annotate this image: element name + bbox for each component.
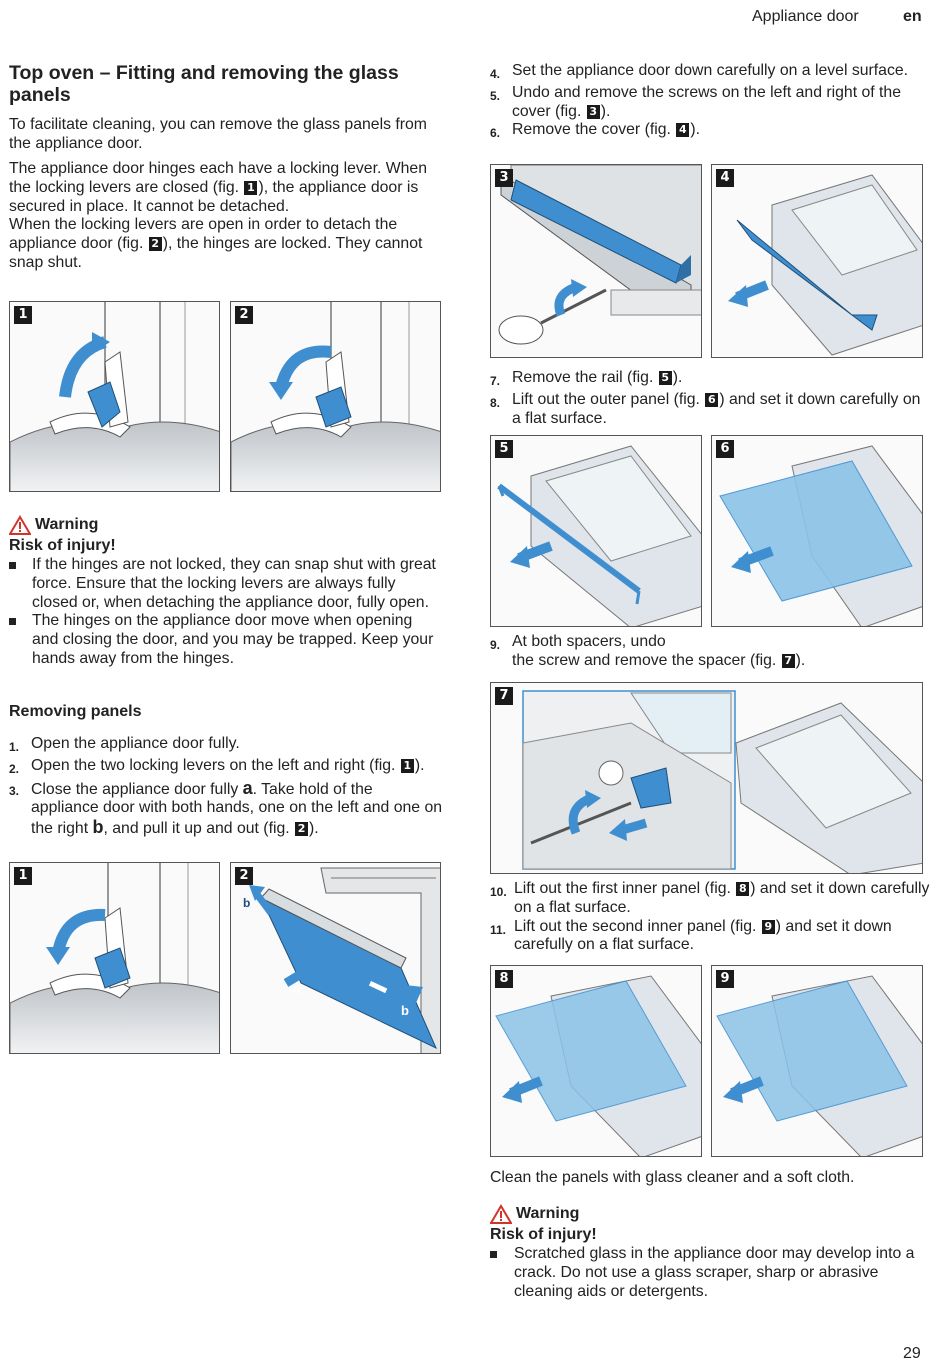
hinge-closing-illustration <box>10 863 219 1053</box>
step-10: 10.Lift out the first inner panel (fig. … <box>490 880 930 916</box>
figure-label: 1 <box>14 306 32 324</box>
step-6: 6.Remove the cover (fig. 4). <box>490 121 700 141</box>
rotate-arrow-icon <box>52 908 106 955</box>
figure-9-second-inner-panel: 9 <box>711 965 923 1157</box>
figure-5-remove-rail: 5 <box>490 435 702 627</box>
step-4: 4.Set the appliance door down carefully … <box>490 62 909 81</box>
unscrew-cover-illustration <box>491 165 701 357</box>
figure-label: 4 <box>716 169 734 187</box>
figure-2-door-remove: a b b 2 <box>230 862 441 1054</box>
warning-block: Warning Risk of injury! <box>9 515 116 556</box>
page-title: Top oven – Fitting and removing the glas… <box>9 62 399 106</box>
running-header-section: Appliance door <box>752 8 859 25</box>
intro-paragraph: To facilitate cleaning, you can remove t… <box>9 116 427 152</box>
warning-list-right: Scratched glass in the appliance door ma… <box>490 1245 930 1301</box>
figure-label: 7 <box>495 687 513 705</box>
svg-text:a: a <box>293 981 301 996</box>
hinge-closed-illustration <box>10 302 219 491</box>
removing-panels-heading: Removing panels <box>9 703 142 720</box>
step-1: 1.Open the appliance door fully. <box>9 735 240 754</box>
figure-label: 2 <box>235 867 253 885</box>
warning-list: If the hinges are not locked, they can s… <box>9 556 443 669</box>
figure-label: 5 <box>495 440 513 458</box>
clean-paragraph: Clean the panels with glass cleaner and … <box>490 1169 855 1186</box>
running-header-lang: en <box>903 8 922 25</box>
figure-label: 9 <box>716 970 734 988</box>
figure-2-hinge-open: 2 <box>230 301 441 492</box>
figure-label: 2 <box>235 306 253 324</box>
rotate-arrow-icon <box>275 345 332 389</box>
svg-text:b: b <box>401 1003 409 1018</box>
svg-text:b: b <box>243 896 250 910</box>
fig-ref: 1 <box>244 180 258 195</box>
figure-8-first-inner-panel: 8 <box>490 965 702 1157</box>
figure-label: 3 <box>495 169 513 187</box>
lift-arrow-icon <box>283 964 314 987</box>
figure-label: 6 <box>716 440 734 458</box>
remove-cover-illustration <box>712 165 922 357</box>
step-11: 11.Lift out the second inner panel (fig.… <box>490 917 892 954</box>
hinge-paragraph: The appliance door hinges each have a lo… <box>9 160 428 271</box>
list-item: If the hinges are not locked, they can s… <box>9 556 443 612</box>
step-7: 7.Remove the rail (fig. 5). <box>490 369 683 388</box>
screwdriver-icon <box>498 315 544 345</box>
figure-label: 8 <box>495 970 513 988</box>
removing-steps: 1.Open the appliance door fully. 2.Open … <box>9 735 443 839</box>
figure-7-spacer: 7 <box>490 682 923 874</box>
outer-panel-illustration <box>712 436 922 626</box>
figure-label: 1 <box>14 867 32 885</box>
step-3: 3.Close the appliance door fully a. Take… <box>9 777 443 838</box>
step-5: 5.Undo and remove the screws on the left… <box>490 83 902 120</box>
steps-4-6: 4.Set the appliance door down carefully … <box>490 62 930 143</box>
spacer-illustration <box>491 683 922 873</box>
warning-triangle-icon <box>9 515 31 535</box>
step-8: 8.Lift out the outer panel (fig. 6) and … <box>490 390 921 427</box>
fig-ref: 2 <box>148 237 162 252</box>
warning-risk: Risk of injury! <box>490 1226 597 1243</box>
figure-1-hinge-closed: 1 <box>9 301 220 492</box>
first-inner-panel-illustration <box>491 966 701 1156</box>
warning-triangle-icon <box>490 1204 512 1224</box>
second-inner-panel-illustration <box>712 966 922 1156</box>
remove-rail-illustration <box>491 436 701 626</box>
steps-7-8: 7.Remove the rail (fig. 5). 8.Lift out t… <box>490 369 930 428</box>
figure-4-remove-cover: 4 <box>711 164 923 358</box>
steps-10-11: 10.Lift out the first inner panel (fig. … <box>490 880 930 955</box>
figure-3-unscrew-cover: 3 <box>490 164 702 358</box>
step-2: 2.Open the two locking levers on the lef… <box>9 756 425 776</box>
warning-block-right: Warning Risk of injury! <box>490 1204 597 1244</box>
page-number: 29 <box>903 1345 921 1362</box>
warning-label: Warning <box>35 516 99 533</box>
door-removal-illustration: a b b <box>231 863 440 1053</box>
warning-risk: Risk of injury! <box>9 537 116 554</box>
list-item: Scratched glass in the appliance door ma… <box>490 1245 930 1301</box>
hinge-open-illustration <box>231 302 440 491</box>
list-item: The hinges on the appliance door move wh… <box>9 612 443 668</box>
warning-label: Warning <box>516 1205 580 1222</box>
figure-1-door-close: 1 <box>9 862 220 1054</box>
figure-6-outer-panel: 6 <box>711 435 923 627</box>
